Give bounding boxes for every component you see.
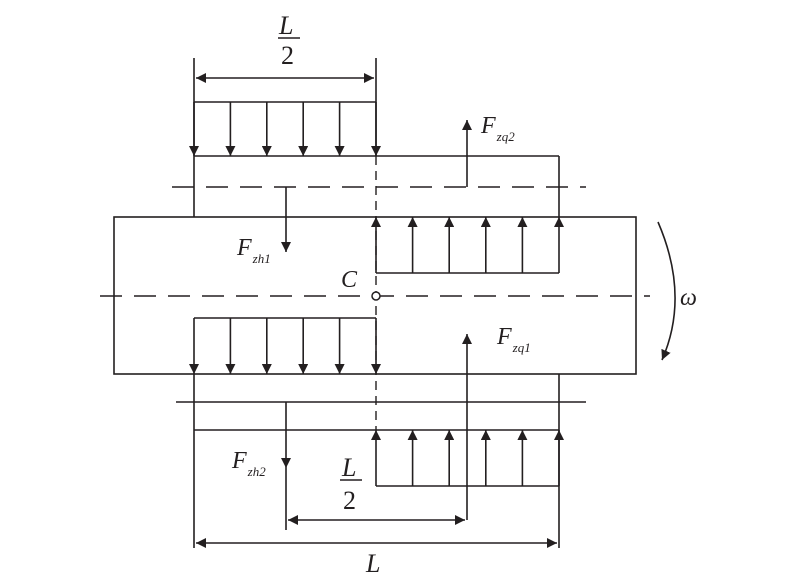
total-length-dimension: L: [196, 538, 557, 578]
bottom-left-distributed-load: [189, 317, 381, 374]
force-fzq2: Fzq2: [462, 113, 515, 187]
bottom-half-length-dimension: L 2: [288, 453, 465, 525]
fzq1-main: F: [496, 324, 512, 350]
svg-text:Fzh1: Fzh1: [236, 235, 271, 266]
svg-text:Fzq2: Fzq2: [480, 113, 515, 144]
bottom-dim-denominator: 2: [343, 486, 356, 515]
center-point-label: C: [341, 267, 358, 293]
svg-text:Fzh2: Fzh2: [231, 448, 266, 479]
fzq2-main: F: [480, 113, 496, 139]
center-point-marker: [371, 291, 381, 301]
force-fzh2: Fzh2: [231, 402, 291, 530]
rotation-arrow-icon: [657, 221, 676, 361]
total-length-label: L: [365, 549, 380, 578]
svg-text:Fzq1: Fzq1: [496, 324, 531, 355]
fzh1-sub: zh1: [252, 251, 271, 266]
force-fzh1: Fzh1: [236, 187, 291, 266]
top-dim-denominator: 2: [281, 41, 294, 70]
rotation-label: ω: [680, 285, 697, 311]
top-right-distributed-load: [371, 217, 564, 274]
fzh2-main: F: [231, 448, 247, 474]
top-left-distributed-load: [189, 101, 381, 156]
fzq2-sub: zq2: [496, 129, 516, 144]
top-half-length-dimension: L 2: [193, 11, 377, 156]
fzh2-sub: zh2: [247, 464, 267, 479]
fzq1-sub: zq1: [512, 340, 531, 355]
force-fzq1: Fzq1: [462, 324, 531, 520]
bottom-dim-numerator: L: [341, 453, 356, 482]
top-dim-numerator: L: [278, 11, 293, 40]
fzh1-main: F: [236, 235, 252, 261]
rotation-indicator: ω: [657, 221, 697, 361]
